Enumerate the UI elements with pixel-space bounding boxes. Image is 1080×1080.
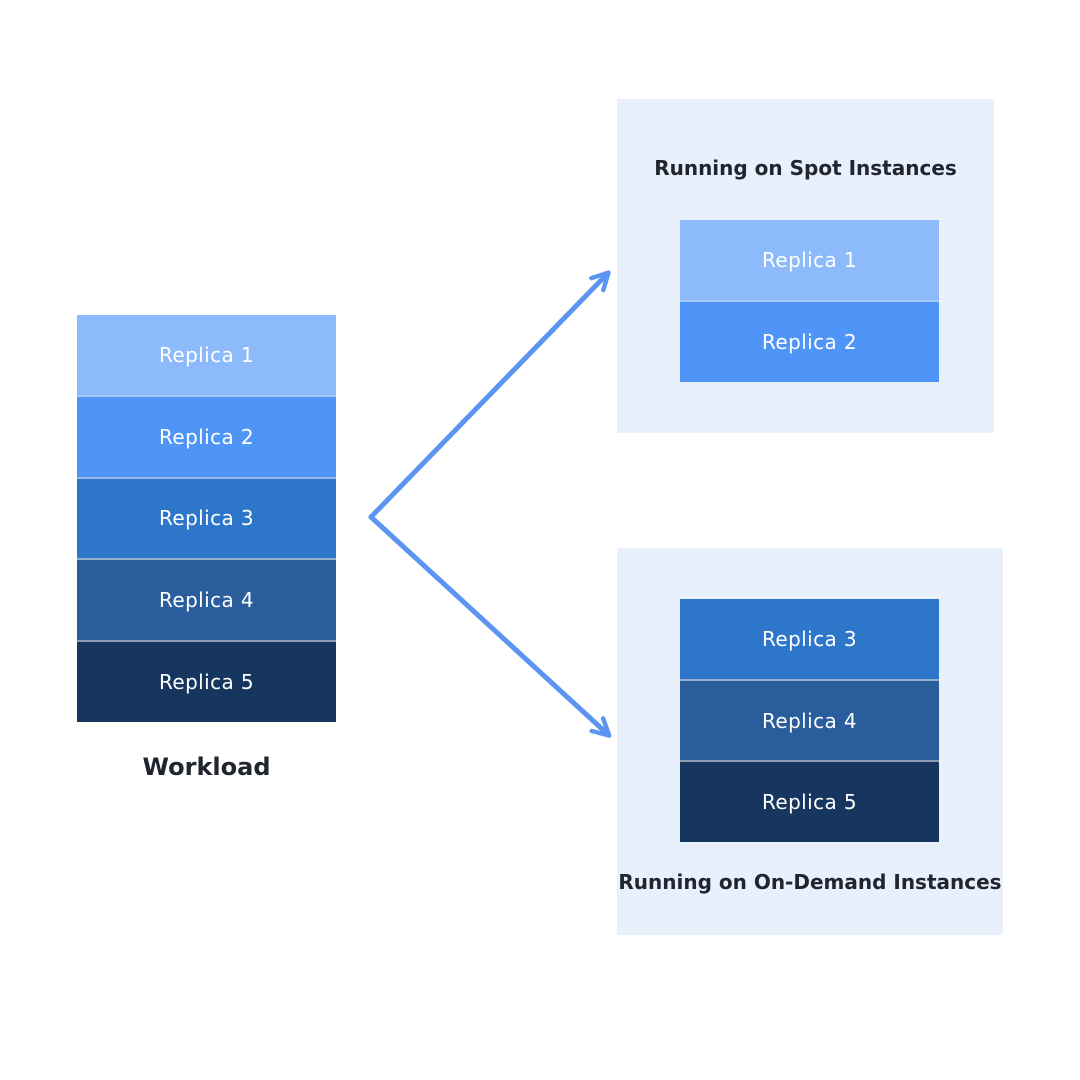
replica-label: Replica 3 [761,626,858,651]
replica-block: Replica 3 [680,599,939,679]
replica-label: Replica 5 [761,790,858,815]
replica-label: Replica 3 [158,506,255,531]
replica-block: Replica 4 [77,558,336,641]
replica-label: Replica 2 [761,330,858,354]
spot-replica-stack: Replica 1 Replica 2 [680,220,939,382]
replica-block: Replica 2 [77,394,336,477]
replica-block: Replica 5 [77,640,336,722]
arrow-to-on-demand [368,514,607,734]
replica-label: Replica 4 [158,588,255,613]
replica-block: Replica 1 [77,315,336,395]
on-demand-panel-title: Running on On-Demand Instances [618,870,1002,894]
replica-label: Replica 1 [761,248,858,272]
workload-label: Workload [142,753,271,781]
replica-block: Replica 3 [77,476,336,559]
replica-block: Replica 4 [680,678,939,761]
arrow-to-spot [368,275,606,520]
replica-block: Replica 1 [680,220,939,300]
on-demand-replica-stack: Replica 3 Replica 4 Replica 5 [680,599,939,843]
replica-label: Replica 4 [761,708,858,733]
spot-panel-title: Running on Spot Instances [654,156,957,180]
replica-label: Replica 5 [158,670,255,695]
replica-block: Replica 2 [680,300,939,382]
replica-block: Replica 5 [680,760,939,843]
replica-label: Replica 1 [158,342,255,367]
replica-label: Replica 2 [158,424,255,449]
workload-stack: Replica 1 Replica 2 Replica 3 Replica 4 Repl… [77,315,336,722]
